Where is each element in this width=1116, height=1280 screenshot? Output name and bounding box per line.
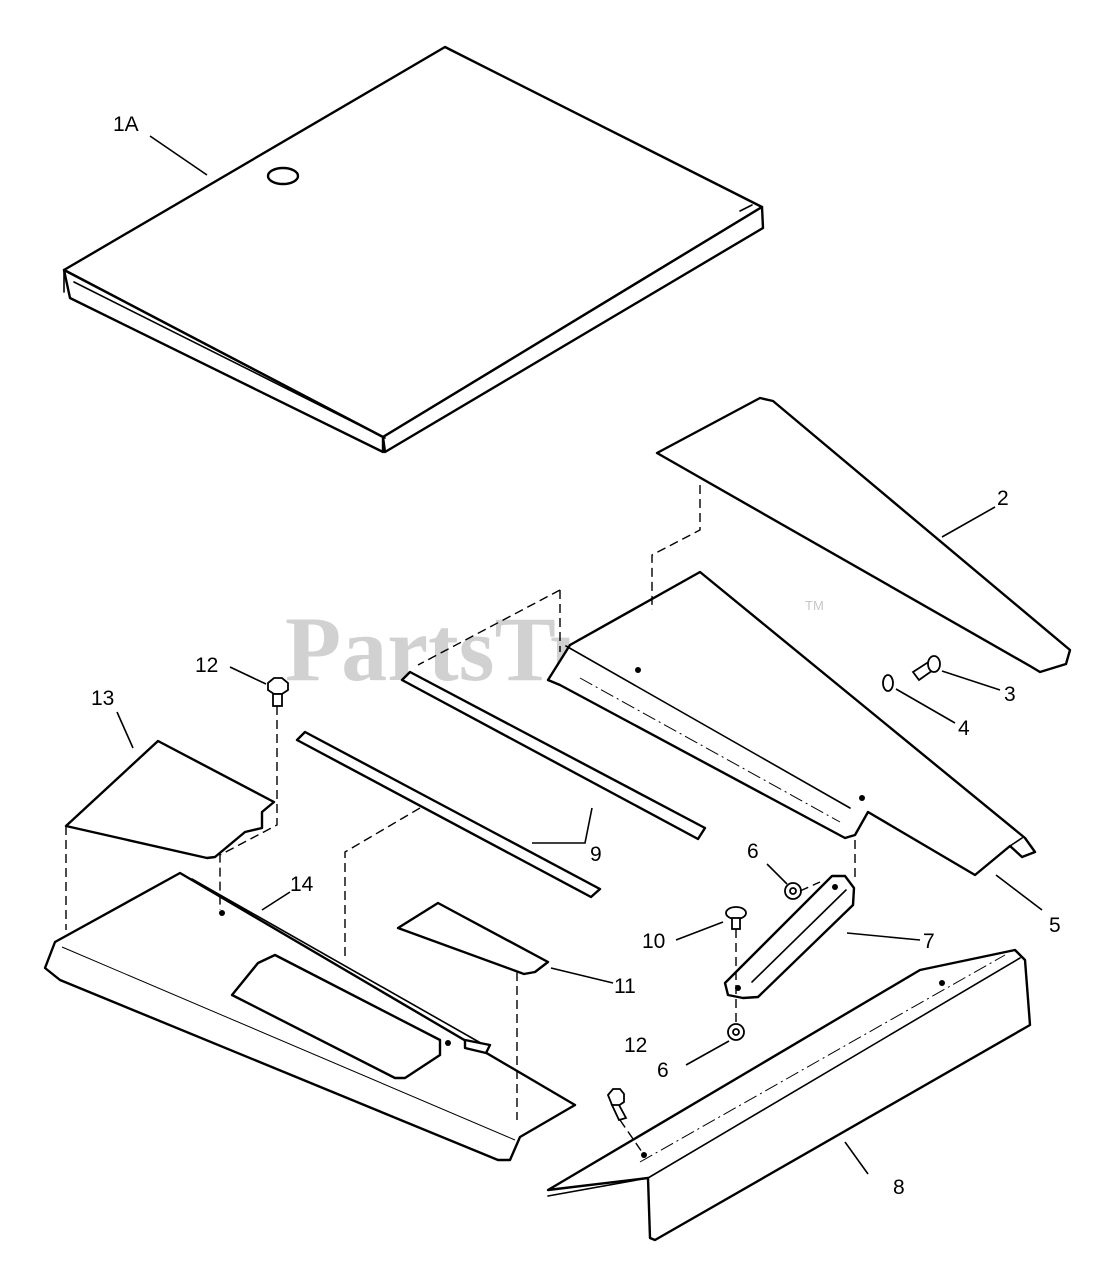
callout-9: 9 [590,843,602,866]
callout-1a: 1A [113,113,139,136]
assembly-lines [65,485,856,1153]
callout-11: 11 [614,975,636,998]
callout-8: 8 [893,1176,905,1199]
part-8-angle-rail [546,948,1032,1242]
cover-hole [266,166,300,186]
callout-5: 5 [1049,914,1061,937]
part-6-nut-upper [784,882,802,900]
callout-labels: 1A 2 3 4 5 6 6 7 8 9 10 11 12 12 13 14 [91,113,1061,1199]
part-4-lockwasher [882,674,894,692]
watermark-trademark: TM [805,598,824,613]
callout-3: 3 [1004,683,1016,706]
part-9-strips [295,670,707,899]
part-7-bracket [723,874,856,1000]
part-5-side-panel [546,570,1037,877]
part-13-plate [64,739,276,860]
part-1a-cover-plate [62,45,765,454]
callout-12-upper: 12 [195,654,218,677]
part-12-bolt-lower [606,1088,628,1122]
callout-2: 2 [997,487,1009,510]
part-14-side-panel [43,871,577,1162]
callout-4: 4 [958,717,970,740]
part-3-bolt [911,655,941,682]
part-10-carriage-bolt [725,906,747,930]
part-12-bolt-upper [267,677,289,707]
callout-6-lower: 6 [657,1059,669,1082]
callout-6-upper: 6 [747,840,759,863]
leader-lines [116,135,1043,1175]
part-2-pad [655,396,1072,674]
part-6-nut-lower [727,1023,745,1041]
part-11-pad [396,901,550,976]
callout-7: 7 [923,930,935,953]
callout-14: 14 [290,873,314,896]
callout-10: 10 [642,930,665,953]
callout-12-lower: 12 [624,1034,647,1057]
callout-13: 13 [91,687,114,710]
